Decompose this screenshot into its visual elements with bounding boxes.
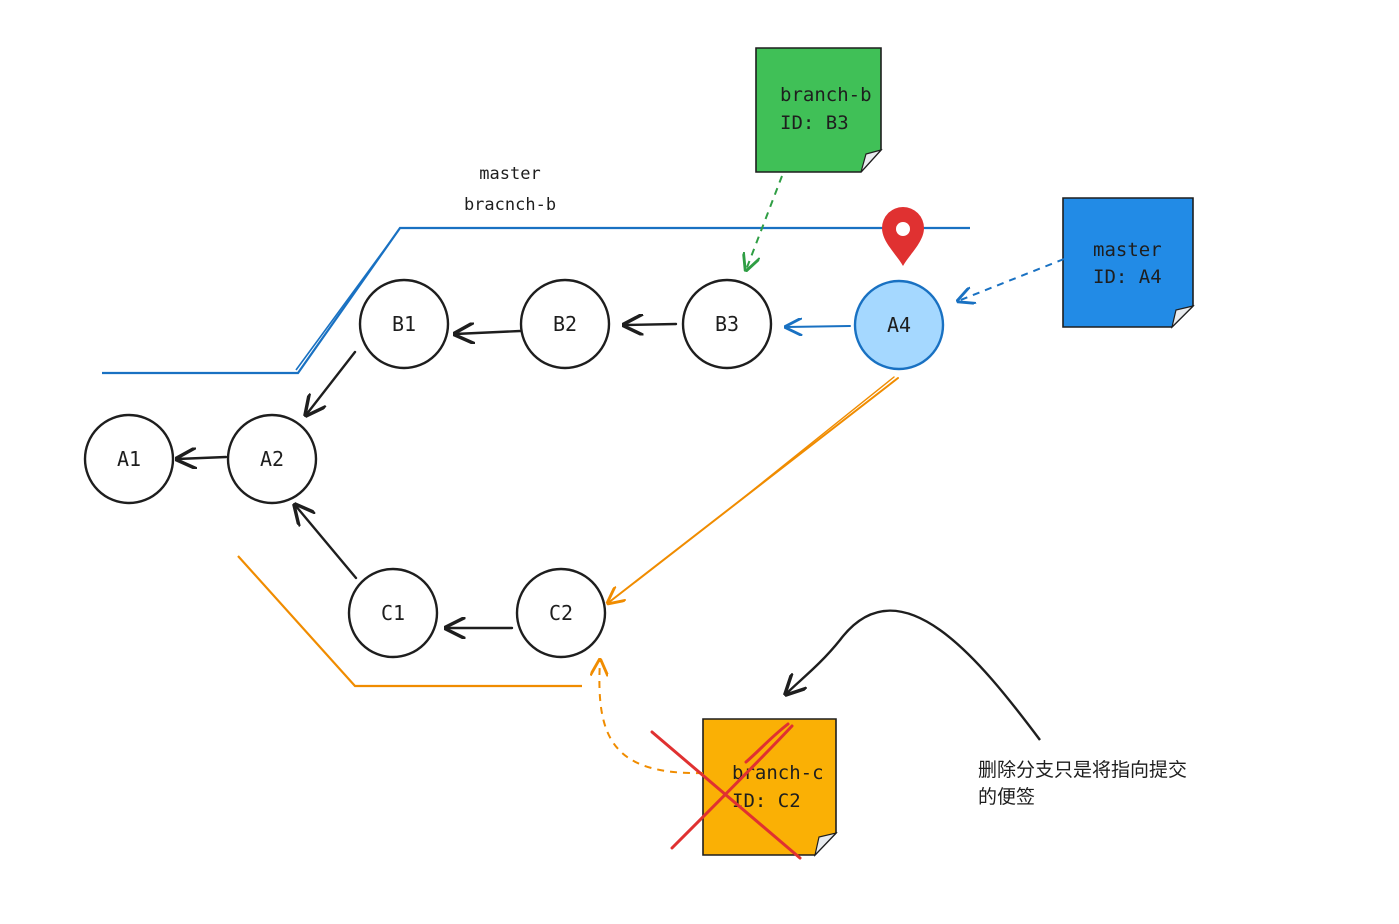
commit-b2: B2 xyxy=(519,278,611,370)
arrow-b3-to-b2 xyxy=(624,324,678,325)
commit-label: C2 xyxy=(549,601,573,625)
pointer-branch-c-to-c2 xyxy=(599,660,704,775)
commit-c2: C2 xyxy=(515,567,607,659)
commit-label: C1 xyxy=(381,601,405,625)
track-label-master: master xyxy=(479,164,540,184)
commit-a2: A2 xyxy=(226,413,318,505)
commit-label: B1 xyxy=(392,312,416,336)
note-branch-name: branch-b xyxy=(780,84,872,106)
arrow-b2-to-b1 xyxy=(455,331,522,334)
arrow-a2-to-a1 xyxy=(177,457,228,459)
map-pin-icon xyxy=(882,207,924,266)
commit-label: B3 xyxy=(715,312,739,336)
note-commit-id: ID: B3 xyxy=(780,112,849,134)
commit-a1: A1 xyxy=(83,413,175,505)
note-branch-name: master xyxy=(1093,239,1162,261)
commit-b3: B3 xyxy=(681,278,773,370)
note-commit-id: ID: A4 xyxy=(1093,266,1162,288)
note-commit-id: ID: C2 xyxy=(732,790,801,812)
commit-label: A1 xyxy=(117,447,141,471)
commit-c1: C1 xyxy=(347,567,439,659)
branch-c-track xyxy=(237,555,582,688)
track-label-branch-b: bracnch-b xyxy=(464,195,556,215)
commit-arrows xyxy=(177,324,899,628)
annotation-line-1: 删除分支只是将指向提交 xyxy=(978,759,1187,781)
delete-cross-icon xyxy=(650,722,802,860)
commit-label: A4 xyxy=(887,313,911,337)
arrow-b1-to-a2 xyxy=(306,350,357,415)
sticky-note-branch-b: branch-b ID: B3 xyxy=(755,47,883,173)
pointer-master-to-a4 xyxy=(958,258,1065,301)
sticky-note-branch-c: branch-c ID: C2 xyxy=(702,718,838,857)
annotation-arrow xyxy=(786,609,1041,741)
commit-label: B2 xyxy=(553,312,577,336)
commit-label: A2 xyxy=(260,447,284,471)
sticky-note-master: master ID: A4 xyxy=(1062,197,1195,329)
master-branch-track xyxy=(102,226,970,375)
annotation-line-2: 的便签 xyxy=(978,786,1035,808)
commit-a4: A4 xyxy=(853,279,945,371)
note-branch-name: branch-c xyxy=(732,762,824,784)
commit-b1: B1 xyxy=(358,278,450,370)
arrow-c1-to-a2 xyxy=(295,505,358,580)
pointer-branch-b-to-b3 xyxy=(746,175,783,270)
arrow-a4-to-b3 xyxy=(786,326,851,327)
